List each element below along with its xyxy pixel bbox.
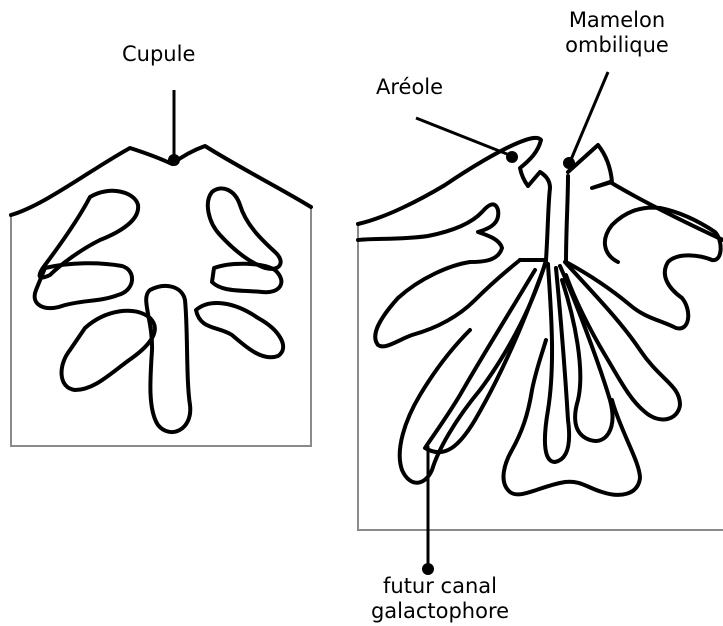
left-skin-outline [11, 146, 311, 215]
mamelon-dot [563, 157, 575, 169]
right-lobe-bottom [504, 340, 640, 495]
label-cupule: Cupule [122, 42, 195, 67]
left-lobe-bottom-left [62, 311, 155, 390]
right-skin-left [358, 138, 550, 260]
right-lobe-upper-left [358, 204, 520, 346]
duct-far-right [565, 262, 680, 419]
label-canal: futur canal galactophore [360, 574, 520, 624]
label-canal-line1: futur canal [360, 574, 520, 599]
right-panel [358, 72, 723, 575]
left-panel [11, 90, 311, 446]
label-canal-line2: galactophore [360, 599, 520, 624]
label-mamelon-line2: ombilique [556, 33, 678, 58]
left-lobe-center [146, 286, 190, 432]
label-mamelon: Mamelon ombilique [556, 8, 678, 58]
areole-dot [506, 151, 518, 163]
label-areole: Aréole [376, 75, 443, 100]
left-lobe-mid-left [35, 263, 132, 308]
left-lobe-right-bottom [196, 303, 283, 357]
areole-leader [416, 118, 512, 156]
right-skin-right [568, 145, 723, 240]
left-lobe-right-top [208, 188, 281, 268]
label-mamelon-line1: Mamelon [556, 8, 678, 33]
cupule-dot [168, 154, 180, 166]
